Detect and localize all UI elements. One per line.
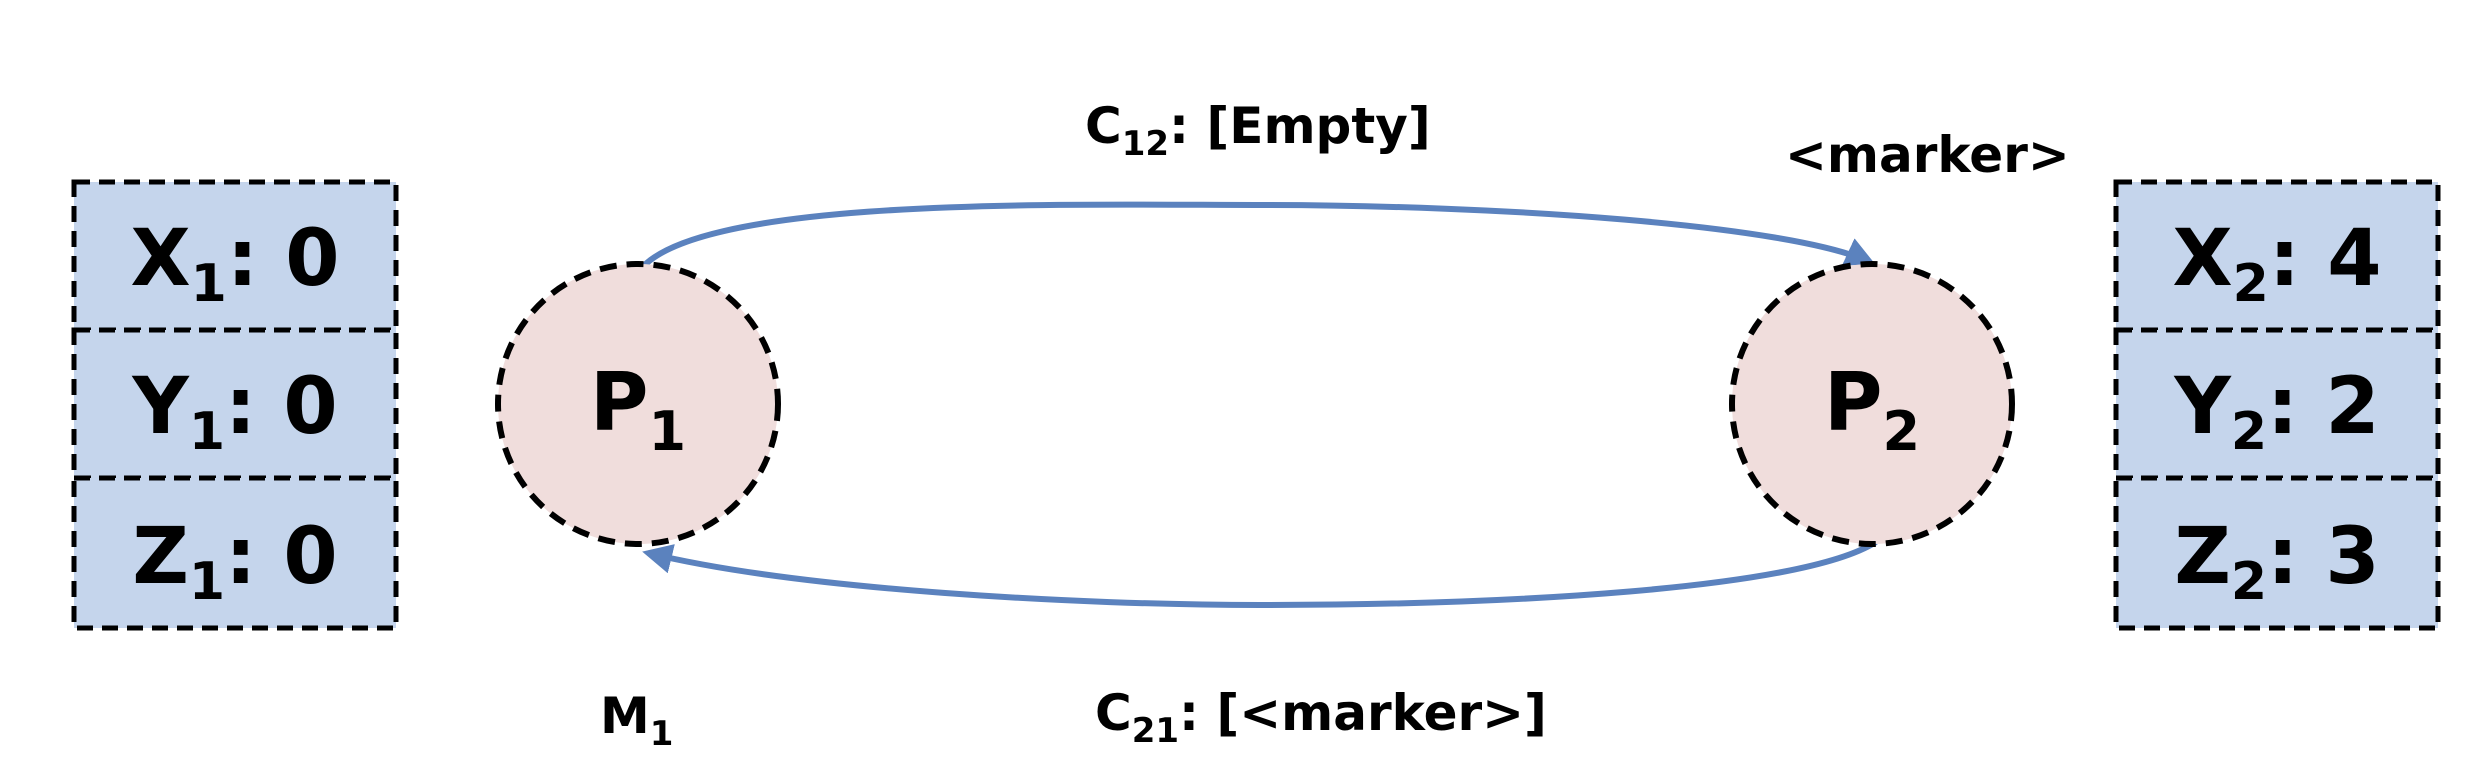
p2-state-y-box xyxy=(2113,327,2441,481)
p1-state-z: Z1: 0 xyxy=(132,512,337,612)
m1-label: M1 xyxy=(600,687,673,754)
process-p2: P2 xyxy=(1729,261,2015,547)
process-p2-label: P2 xyxy=(1824,356,1920,463)
channel-c12-arrow xyxy=(637,201,1876,272)
p1-state-x: X1: 0 xyxy=(131,214,340,314)
channel-c12-label: C12: [Empty] xyxy=(1085,97,1431,164)
p2-state-x-box xyxy=(2113,179,2441,333)
process-p1-label: P1 xyxy=(590,356,686,463)
channel-c21-label: C21: [<marker>] xyxy=(1095,684,1547,751)
p2-state-y: Y2: 2 xyxy=(2173,362,2379,462)
p1-state-stack: X1: 0 Y1: 0 Z1: 0 xyxy=(71,179,399,631)
p2-state-z: Z2: 3 xyxy=(2174,512,2379,612)
marker-label: <marker> xyxy=(1785,126,2070,184)
p1-state-z-box xyxy=(71,475,399,631)
process-p1-circle xyxy=(495,261,781,547)
process-p1: P1 xyxy=(495,261,781,547)
p2-state-x: X2: 4 xyxy=(2173,214,2382,314)
p2-state-z-box xyxy=(2113,475,2441,631)
process-p2-circle xyxy=(1729,261,2015,547)
p2-state-stack: X2: 4 Y2: 2 Z2: 3 xyxy=(2113,179,2441,631)
p1-state-y-box xyxy=(71,327,399,481)
channel-c21-arrow xyxy=(642,539,1878,609)
p1-state-x-box xyxy=(71,179,399,333)
p1-state-y: Y1: 0 xyxy=(131,362,337,462)
